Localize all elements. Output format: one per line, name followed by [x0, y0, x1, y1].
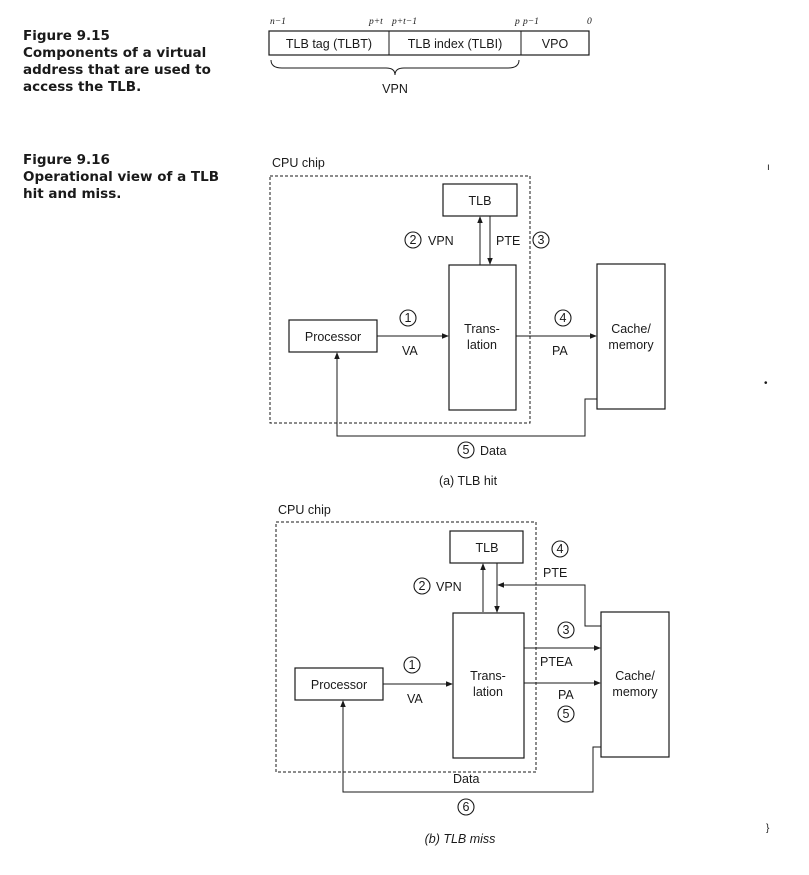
- step-6-marker: [457, 798, 475, 816]
- step-4-marker: [551, 540, 569, 558]
- translation-label-line1: Trans-: [464, 322, 500, 336]
- pa-label: PA: [558, 688, 574, 702]
- translation-box: [452, 612, 525, 759]
- tlb-box: [442, 183, 518, 217]
- cache-memory-box: [600, 611, 670, 758]
- tlb-label: TLB: [476, 541, 499, 555]
- cache-label-line2: memory: [612, 685, 658, 699]
- figure-number: Figure 9.15: [23, 28, 110, 44]
- data-label: Data: [480, 444, 506, 458]
- data-arrow: [340, 700, 601, 793]
- step-3-marker: [532, 231, 550, 249]
- tlb-label: TLB: [469, 194, 492, 208]
- data-label: Data: [453, 772, 479, 786]
- ptea-label: PTEA: [540, 655, 573, 669]
- va-label: VA: [402, 344, 418, 358]
- bit-label-p-plus-t-minus-1: p+t−1: [391, 17, 417, 27]
- step-2-number: 2: [410, 233, 417, 247]
- translation-label-line2: lation: [473, 685, 503, 699]
- step-6-number: 6: [463, 800, 470, 814]
- figure-9-15-caption: Figure 9.15 Components of a virtual addr…: [23, 28, 238, 96]
- step-3-marker: [557, 621, 575, 639]
- bit-label-p: p: [514, 17, 520, 27]
- cpu-chip-boundary: [269, 175, 531, 424]
- tlb-miss-diagram: CPU chip TLB Processor Trans- lation Cac…: [275, 503, 670, 846]
- processor-label: Processor: [311, 678, 367, 692]
- processor-box: [288, 319, 378, 353]
- step-4-number: 4: [557, 542, 564, 556]
- vpn-label: VPN: [428, 234, 454, 248]
- figure-9-16-caption: Figure 9.16 Operational view of a TLB hi…: [23, 152, 238, 203]
- cache-memory-box: [596, 263, 666, 410]
- vpn-label: VPN: [436, 580, 462, 594]
- step-5-marker: [557, 705, 575, 723]
- subcaption-b: (b) TLB miss: [425, 832, 496, 846]
- stray-mark: ı: [767, 162, 770, 173]
- step-1-number: 1: [405, 311, 412, 325]
- figure-caption-text: Components of a virtual address that are…: [23, 45, 211, 95]
- stray-mark: •: [764, 378, 768, 389]
- cpu-chip-label: CPU chip: [272, 156, 325, 170]
- step-1-marker: [399, 309, 417, 327]
- cpu-chip-boundary: [275, 521, 537, 773]
- bit-label-n-minus-1: n−1: [270, 17, 286, 27]
- cpu-chip-label: CPU chip: [278, 503, 331, 517]
- data-arrow: [334, 352, 597, 437]
- figure-caption-text: Operational view of a TLB hit and miss.: [23, 169, 219, 202]
- bit-label-0: 0: [587, 17, 592, 27]
- pte-label: PTE: [496, 234, 520, 248]
- step-4-number: 4: [560, 311, 567, 325]
- translation-label-line2: lation: [467, 338, 497, 352]
- cache-label-line1: Cache/: [615, 669, 655, 683]
- field-vpo: VPO: [542, 37, 569, 51]
- tlb-box: [449, 530, 524, 564]
- cache-label-line2: memory: [608, 338, 654, 352]
- step-1-marker: [403, 656, 421, 674]
- step-2-marker: [404, 231, 422, 249]
- step-3-number: 3: [538, 233, 545, 247]
- step-5-number: 5: [463, 443, 470, 457]
- step-3-number: 3: [563, 623, 570, 637]
- figure-number: Figure 9.16: [23, 152, 110, 168]
- va-label: VA: [407, 692, 423, 706]
- pte-arrow: [497, 582, 601, 627]
- vpn-brace-label: VPN: [382, 82, 408, 96]
- bit-label-p-minus-1: p−1: [522, 17, 539, 27]
- processor-label: Processor: [305, 330, 361, 344]
- bit-label-p-plus-t: p+t: [368, 17, 383, 27]
- stray-mark: }: [766, 823, 770, 834]
- translation-label-line1: Trans-: [470, 669, 506, 683]
- tlb-hit-diagram: CPU chip TLB Processor Trans- lation Cac…: [269, 156, 666, 488]
- step-5-marker: [457, 441, 475, 459]
- step-2-number: 2: [419, 579, 426, 593]
- address-field-box: [268, 30, 590, 56]
- step-5-number: 5: [563, 707, 570, 721]
- step-1-number: 1: [409, 658, 416, 672]
- pte-label: PTE: [543, 566, 567, 580]
- field-tlb-index: TLB index (TLBI): [408, 37, 502, 51]
- vpn-brace: [270, 59, 520, 76]
- step-2-marker: [413, 577, 431, 595]
- field-tlb-tag: TLB tag (TLBT): [286, 37, 372, 51]
- subcaption-a: (a) TLB hit: [439, 474, 498, 488]
- processor-box: [294, 667, 384, 701]
- cache-label-line1: Cache/: [611, 322, 651, 336]
- pa-label: PA: [552, 344, 568, 358]
- virtual-address-diagram: n−1 p+t p+t−1 p p−1 0 TLB tag (TLBT) TLB…: [268, 17, 592, 96]
- translation-box: [448, 264, 517, 411]
- step-4-marker: [554, 309, 572, 327]
